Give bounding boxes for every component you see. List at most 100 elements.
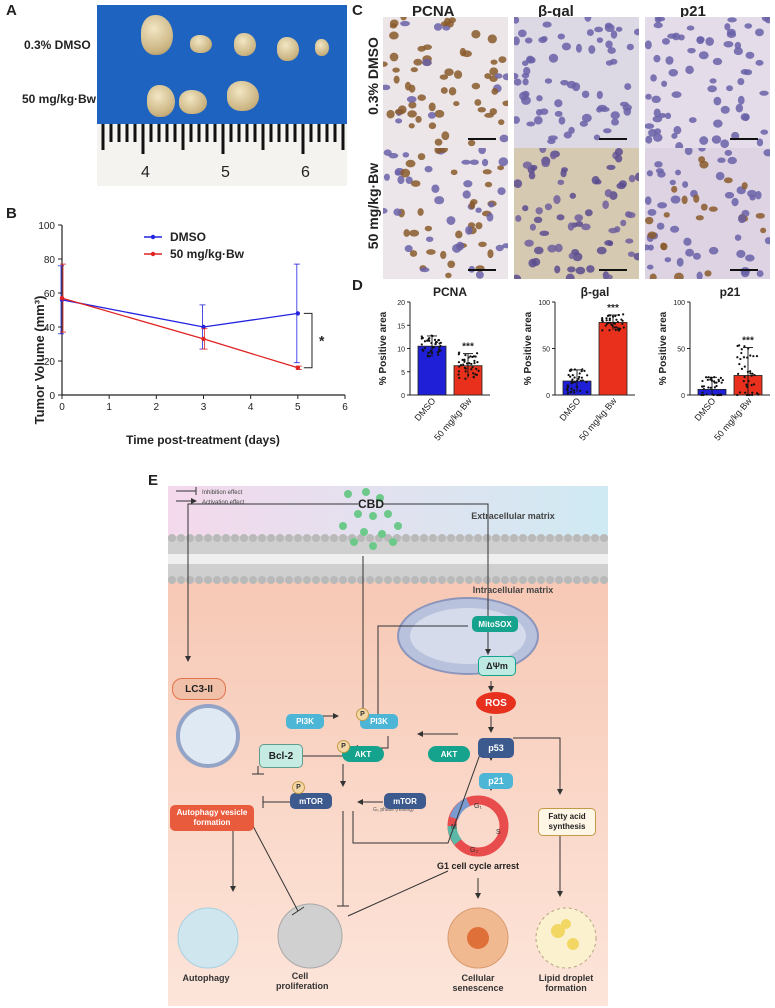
data-dot <box>607 321 610 324</box>
x-tick-label: 4 <box>248 402 254 413</box>
g1-label: G₁ <box>474 803 482 810</box>
data-dot <box>752 355 755 358</box>
outcome-senescence: Cellular senescence <box>452 973 504 993</box>
bracket-line <box>303 312 313 369</box>
data-dot <box>601 318 604 321</box>
y-tick-label: 80 <box>44 255 56 266</box>
data-dot <box>614 328 617 332</box>
data-dot <box>429 349 433 352</box>
data-dot <box>464 370 467 373</box>
significance-star: * <box>319 333 325 349</box>
data-dot <box>461 358 464 361</box>
mitosox-node: MitoSOX <box>472 616 518 632</box>
data-dot <box>751 393 754 397</box>
data-dot <box>622 326 625 329</box>
data-dot <box>581 379 584 382</box>
data-dot <box>458 376 461 379</box>
data-dot <box>423 347 427 350</box>
data-dot <box>740 348 743 351</box>
data-dot <box>617 329 621 332</box>
panel-label-c: C <box>352 2 363 19</box>
data-dot <box>601 316 604 320</box>
x-tick-label: 1 <box>106 402 112 413</box>
ros-node: ROS <box>476 692 516 714</box>
data-dot <box>717 379 720 383</box>
data-dot <box>615 318 618 321</box>
data-dot <box>474 355 477 358</box>
data-dot <box>749 372 752 375</box>
bcl2-node: Bcl-2 <box>259 744 303 768</box>
data-dot <box>477 369 480 372</box>
data-point <box>59 295 65 301</box>
x-tick-label: 3 <box>201 402 207 413</box>
akt-left-node: AKT <box>342 746 384 762</box>
data-dot <box>738 362 741 366</box>
legend-inhibition: Inhibition effect <box>202 490 243 496</box>
data-dot <box>573 380 576 384</box>
data-dot <box>742 379 745 383</box>
ruler: 4 5 6 <box>97 124 347 186</box>
category-label: DMSO <box>693 396 718 423</box>
data-dot <box>701 391 704 394</box>
data-dot <box>583 369 586 373</box>
p21-node: p21 <box>479 773 513 789</box>
fatty-acid-node: Fatty acid synthesis <box>538 808 596 836</box>
data-dot <box>700 385 704 388</box>
panel-label-d: D <box>352 277 363 294</box>
y-tick-label: 5 <box>401 370 405 377</box>
data-dot <box>475 352 479 355</box>
data-dot <box>579 389 582 392</box>
data-dot <box>736 356 739 359</box>
intracellular-label: Intracellular matrix <box>473 585 554 595</box>
data-dot <box>566 392 570 395</box>
y-tick-label: 10 <box>397 347 405 354</box>
data-dot <box>748 393 751 397</box>
data-dot <box>437 350 440 353</box>
data-dot <box>571 381 574 384</box>
data-dot <box>745 383 748 386</box>
g0-label: G₀ phase (resting) <box>373 807 414 813</box>
data-dot <box>579 379 583 382</box>
category-label: DMSO <box>413 396 438 423</box>
data-dot <box>743 365 746 368</box>
data-dot <box>428 351 431 354</box>
data-dot <box>475 367 478 370</box>
row-label-dmso: 0.3% DMSO <box>24 38 91 52</box>
data-dot <box>569 391 572 394</box>
data-dot <box>438 348 441 351</box>
data-dot <box>702 387 705 391</box>
data-dot <box>750 374 753 377</box>
data-dot <box>752 383 756 386</box>
ihc-p21-treated <box>645 148 770 279</box>
data-dot <box>601 329 604 332</box>
data-dot <box>473 359 476 362</box>
cbd-molecules <box>339 488 402 550</box>
data-dot <box>577 377 580 381</box>
data-point <box>295 365 301 370</box>
ihc-bgal-dmso <box>514 17 639 148</box>
bar-chart-title: p21 <box>720 285 741 299</box>
significance-marker: *** <box>607 303 619 314</box>
data-dot <box>469 355 472 358</box>
data-point <box>201 336 206 342</box>
significance-bracket: * <box>303 312 325 369</box>
phospho-icon: P <box>356 708 369 721</box>
data-dot <box>713 381 716 384</box>
data-dot <box>742 356 746 359</box>
y-tick-label: 40 <box>44 323 56 334</box>
x-tick-label: 6 <box>342 402 348 413</box>
data-dot <box>462 363 465 366</box>
outcome-autophagy: Autophagy <box>182 973 230 983</box>
data-dot <box>437 339 441 342</box>
category-label: 50 mg/kg·Bw <box>712 395 754 442</box>
proliferation-cells-icon <box>277 903 343 969</box>
mtor-right-node: mTOR <box>384 793 426 809</box>
col-label-p21: p21 <box>680 3 706 20</box>
data-dot <box>578 375 581 379</box>
data-dot <box>605 319 608 322</box>
delta-psi-node: ΔΨm <box>478 656 516 676</box>
data-dot <box>715 381 718 384</box>
chart-xlabel: Time post-treatment (days) <box>126 433 280 447</box>
